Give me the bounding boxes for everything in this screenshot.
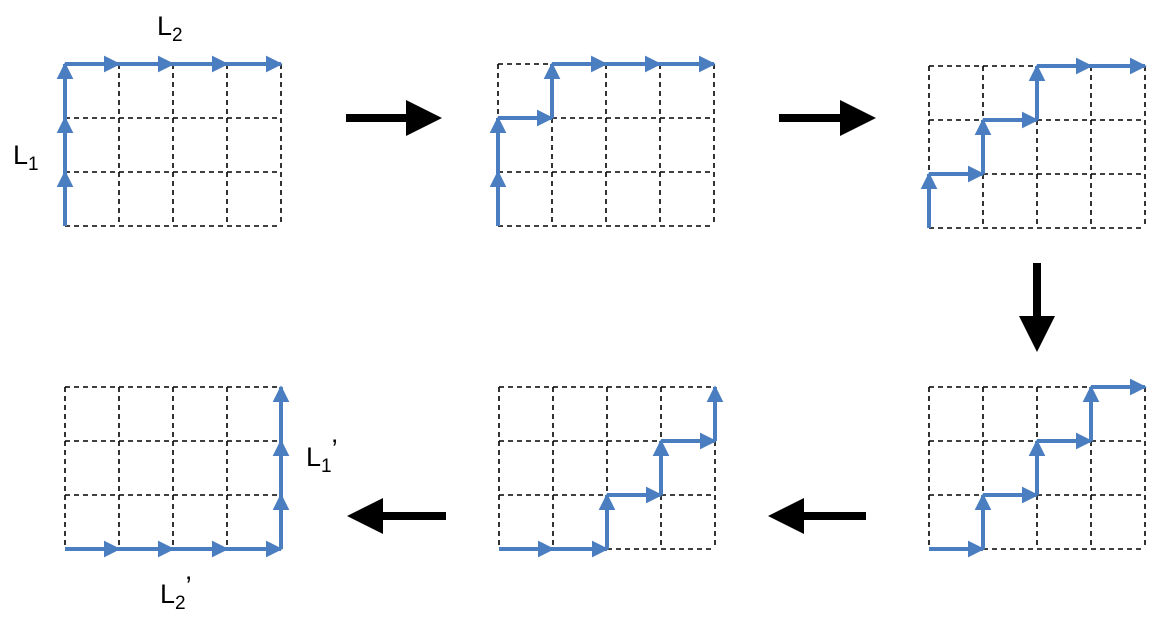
- panel-4: [928, 378, 1147, 558]
- label-l1-prime: L1’: [306, 434, 338, 477]
- flow-arrow-shape: [346, 100, 442, 136]
- label-l2: L2: [157, 11, 183, 46]
- panel-5: [498, 385, 724, 558]
- label-l2-prime: L2’: [160, 571, 192, 614]
- panel-6: [64, 385, 290, 558]
- lattice-path: [489, 55, 716, 226]
- dashed-grid: [64, 63, 282, 227]
- flow-arrow-shape: [779, 100, 876, 136]
- lattice-path: [499, 385, 724, 558]
- flow-arrow-shape: [347, 498, 446, 534]
- grid-panels: [56, 55, 1147, 558]
- flow-arrow-shape: [1019, 263, 1055, 352]
- dashed-grid: [64, 386, 282, 550]
- flow-arrow-right: [346, 100, 442, 136]
- panel-3: [920, 57, 1147, 229]
- lattice-path: [56, 55, 283, 226]
- label-l1: L1: [13, 140, 39, 175]
- flow-arrows: [346, 100, 1055, 534]
- lattice-path: [65, 385, 290, 558]
- flow-arrow-left: [347, 498, 446, 534]
- dashed-grid: [497, 63, 715, 227]
- flow-arrow-down: [1019, 263, 1055, 352]
- flow-arrow-shape: [768, 498, 866, 534]
- flow-arrow-right: [779, 100, 876, 136]
- lattice-path: [920, 57, 1147, 228]
- panel-2: [489, 55, 716, 227]
- lattice-path: [929, 378, 1147, 558]
- flow-arrow-left: [768, 498, 866, 534]
- panel-1: [56, 55, 283, 227]
